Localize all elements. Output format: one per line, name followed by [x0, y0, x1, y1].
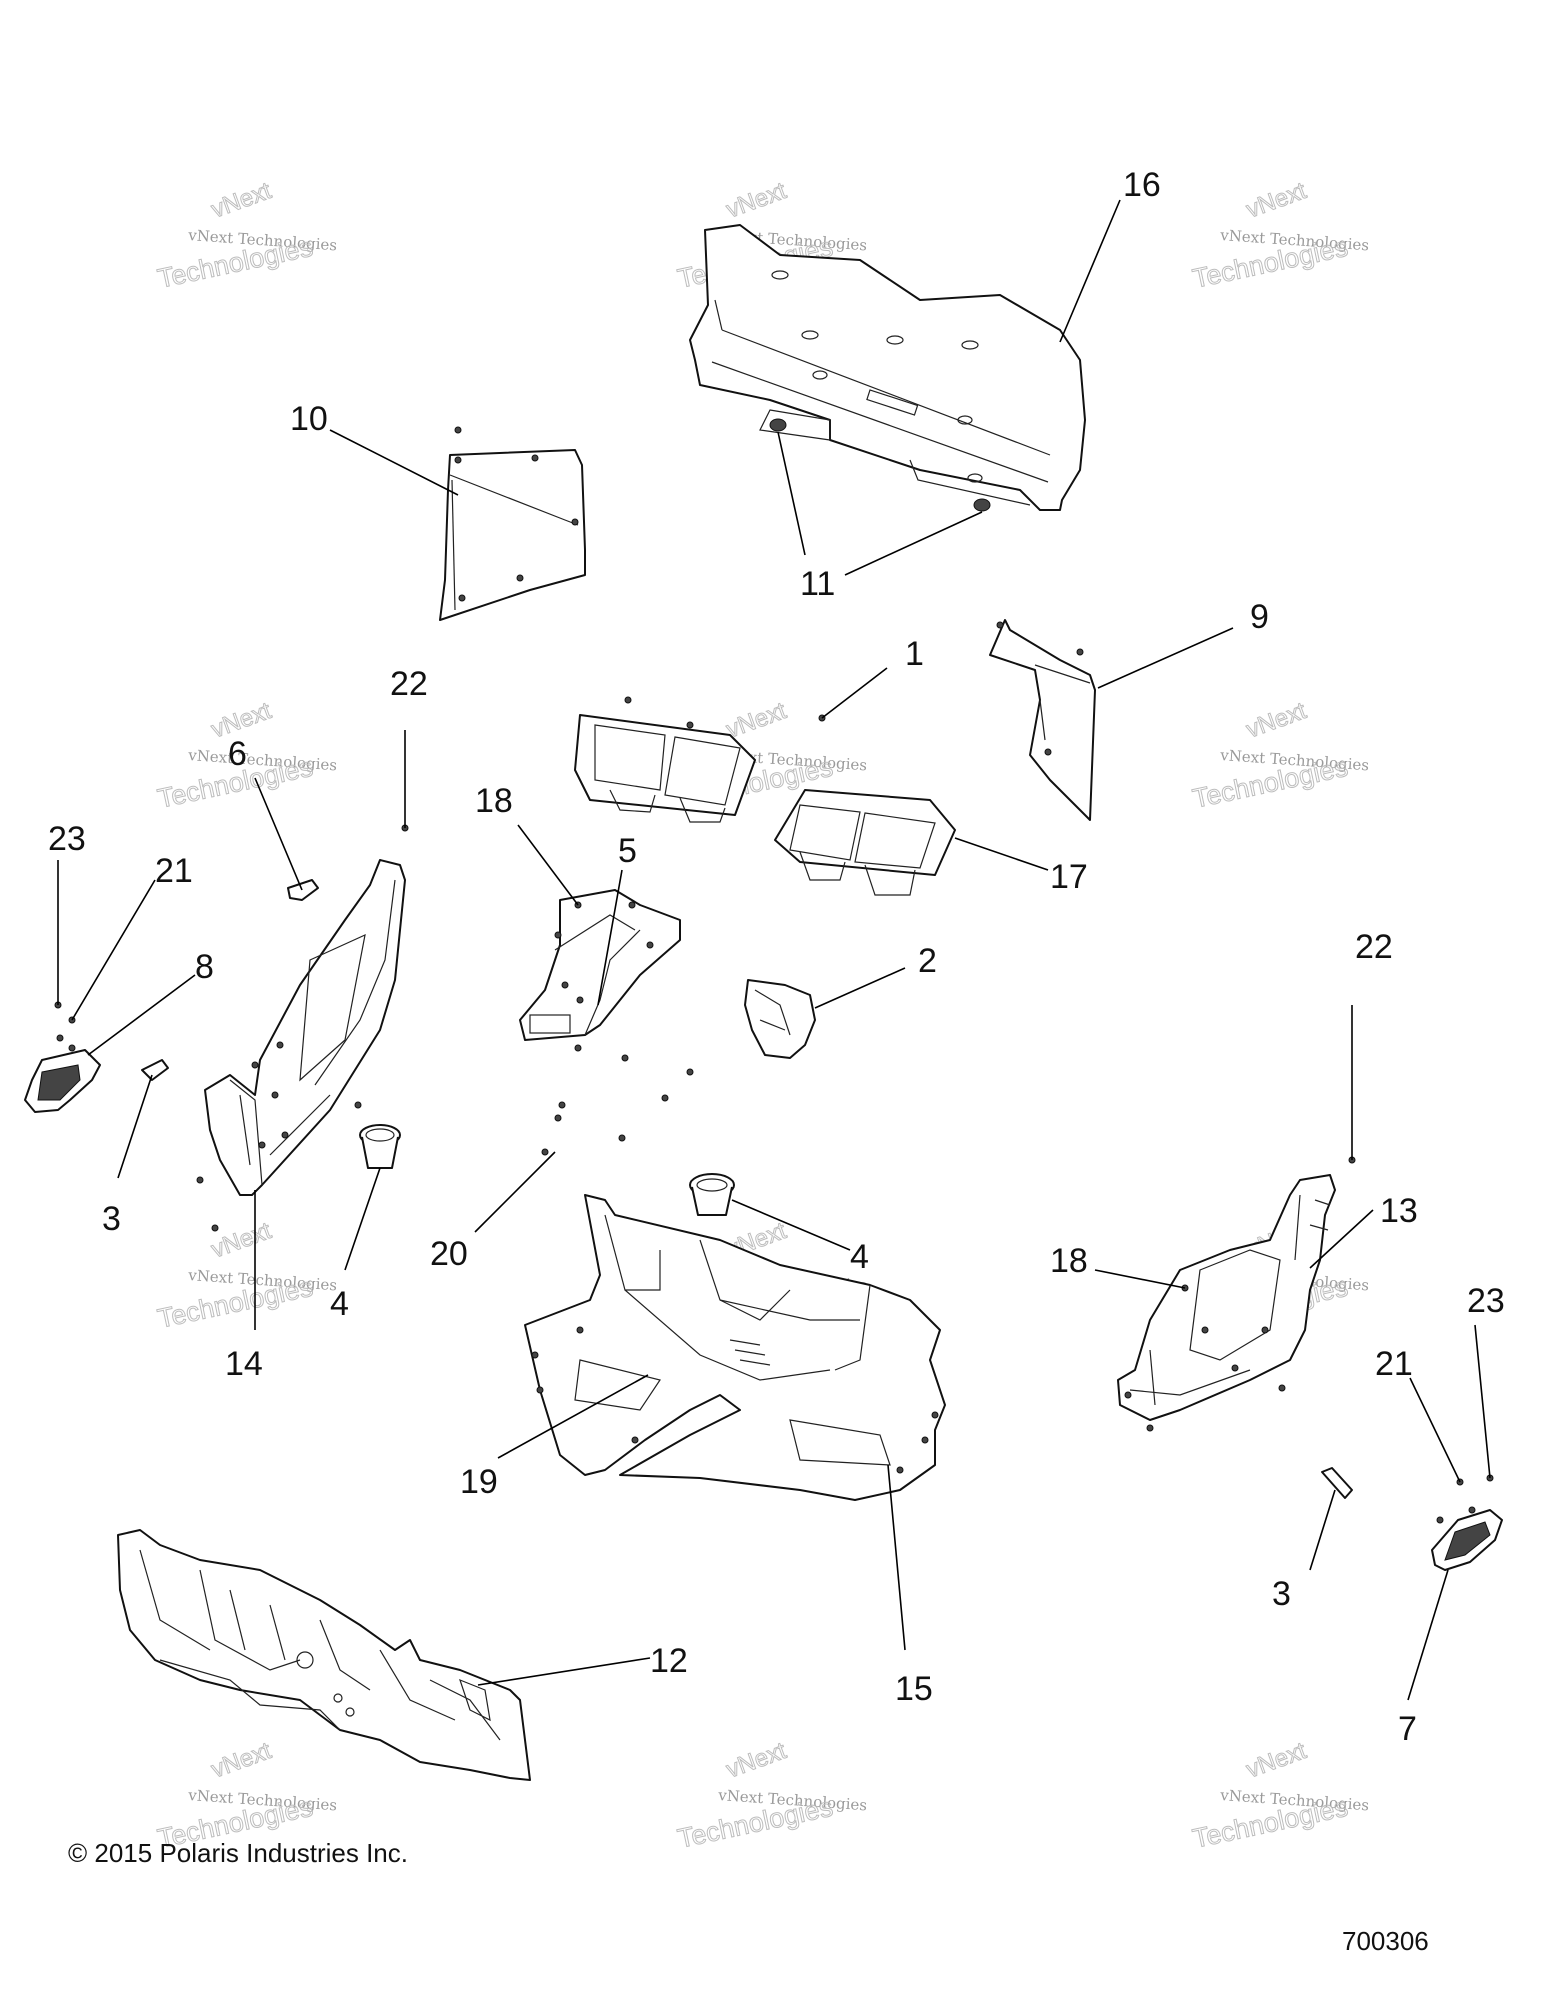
watermark-vnext: vNext [723, 1737, 790, 1783]
watermark-top-right: vNext vNext Technologies Technologies [1190, 177, 1370, 295]
figure-number: 700306 [1342, 1926, 1429, 1956]
watermark-lower-left: vNext vNext Technologies Technologies [155, 1217, 338, 1335]
callout-9: 9 [1250, 598, 1269, 636]
part-11-grommet-a [769, 418, 787, 432]
part-6-clip [287, 879, 319, 901]
callout-3-left: 3 [102, 1200, 121, 1238]
watermark-vnext: vNext [723, 177, 790, 223]
callout-3-right: 3 [1272, 1575, 1291, 1613]
callout-22-right: 22 [1355, 928, 1393, 966]
callout-17: 17 [1050, 858, 1088, 896]
part-13-right-side-panel [1117, 1174, 1336, 1432]
callout-4-center: 4 [850, 1238, 869, 1276]
watermark-vnext: vNext [208, 1737, 275, 1783]
callout-14: 14 [225, 1345, 263, 1383]
callout-11: 11 [800, 565, 835, 603]
callout-22-left: 22 [390, 665, 428, 703]
part-8-left-handle [24, 1034, 101, 1113]
part-14-left-side-panel [196, 859, 406, 1232]
part-4-cup-insert-left [359, 1124, 401, 1169]
watermark-vnext: vNext [208, 1217, 275, 1263]
callout-23-left: 23 [48, 820, 86, 858]
part-4-cup-insert-center [689, 1173, 735, 1216]
part-2-small-bracket [744, 979, 816, 1059]
part-7-right-handle [1431, 1506, 1503, 1571]
watermark-vnext: vNext [1243, 1737, 1310, 1783]
part-1-cup-tray [574, 696, 826, 823]
leader-lines [57, 199, 1491, 1701]
callout-21-right: 21 [1375, 1345, 1413, 1383]
callout-16: 16 [1123, 166, 1161, 204]
watermark-vnext: vNext [208, 177, 275, 223]
callout-18-left: 18 [475, 782, 513, 820]
watermark-vnext: vNext [1243, 177, 1310, 223]
callout-1: 1 [905, 635, 924, 673]
callout-5: 5 [618, 832, 637, 870]
callout-6: 6 [228, 735, 247, 773]
copyright-notice: © 2015 Polaris Industries Inc. [68, 1838, 408, 1868]
callout-21-left: 21 [155, 852, 193, 890]
part-15-floor-panel [524, 1194, 946, 1501]
callout-12: 12 [650, 1642, 688, 1680]
watermark-bottom-left: vNext vNext Technologies Technologies [155, 1737, 338, 1855]
callout-15: 15 [895, 1670, 933, 1708]
watermark-bottom-center: vNext vNext Technologies Technologies [675, 1737, 868, 1855]
callout-2: 2 [918, 942, 937, 980]
callout-18-right: 18 [1050, 1242, 1088, 1280]
watermark-vnext: vNext [1243, 697, 1310, 743]
callout-23-right: 23 [1467, 1282, 1505, 1320]
part-3-left-latch [141, 1059, 169, 1081]
part-11-grommet-b [973, 498, 991, 512]
callout-4-left: 4 [330, 1285, 349, 1323]
part-9-right-closeout [989, 619, 1096, 821]
callout-19: 19 [460, 1463, 498, 1501]
part-10-left-closeout [439, 426, 586, 621]
watermark-top-left: vNext vNext Technologies Technologies [155, 177, 338, 295]
watermark-bottom-right: vNext vNext Technologies Technologies [1190, 1737, 1370, 1855]
callout-7: 7 [1398, 1710, 1417, 1748]
part-5-center-bracket [519, 889, 681, 1041]
callout-8: 8 [195, 948, 214, 986]
callout-13: 13 [1380, 1192, 1418, 1230]
part-3-right-latch [1321, 1467, 1353, 1499]
part-16-rear-panel [689, 224, 1086, 511]
part-17-cup-tray [774, 789, 956, 896]
callout-20: 20 [430, 1235, 468, 1273]
part-20-fasteners [541, 1044, 694, 1156]
callout-10: 10 [290, 400, 328, 438]
part-12-front-dash [117, 1529, 531, 1781]
callout-labels: 16 10 11 9 1 17 22 6 18 5 2 23 21 8 3 4 … [48, 166, 1505, 1748]
watermark-mid-right: vNext vNext Technologies Technologies [1190, 697, 1370, 815]
